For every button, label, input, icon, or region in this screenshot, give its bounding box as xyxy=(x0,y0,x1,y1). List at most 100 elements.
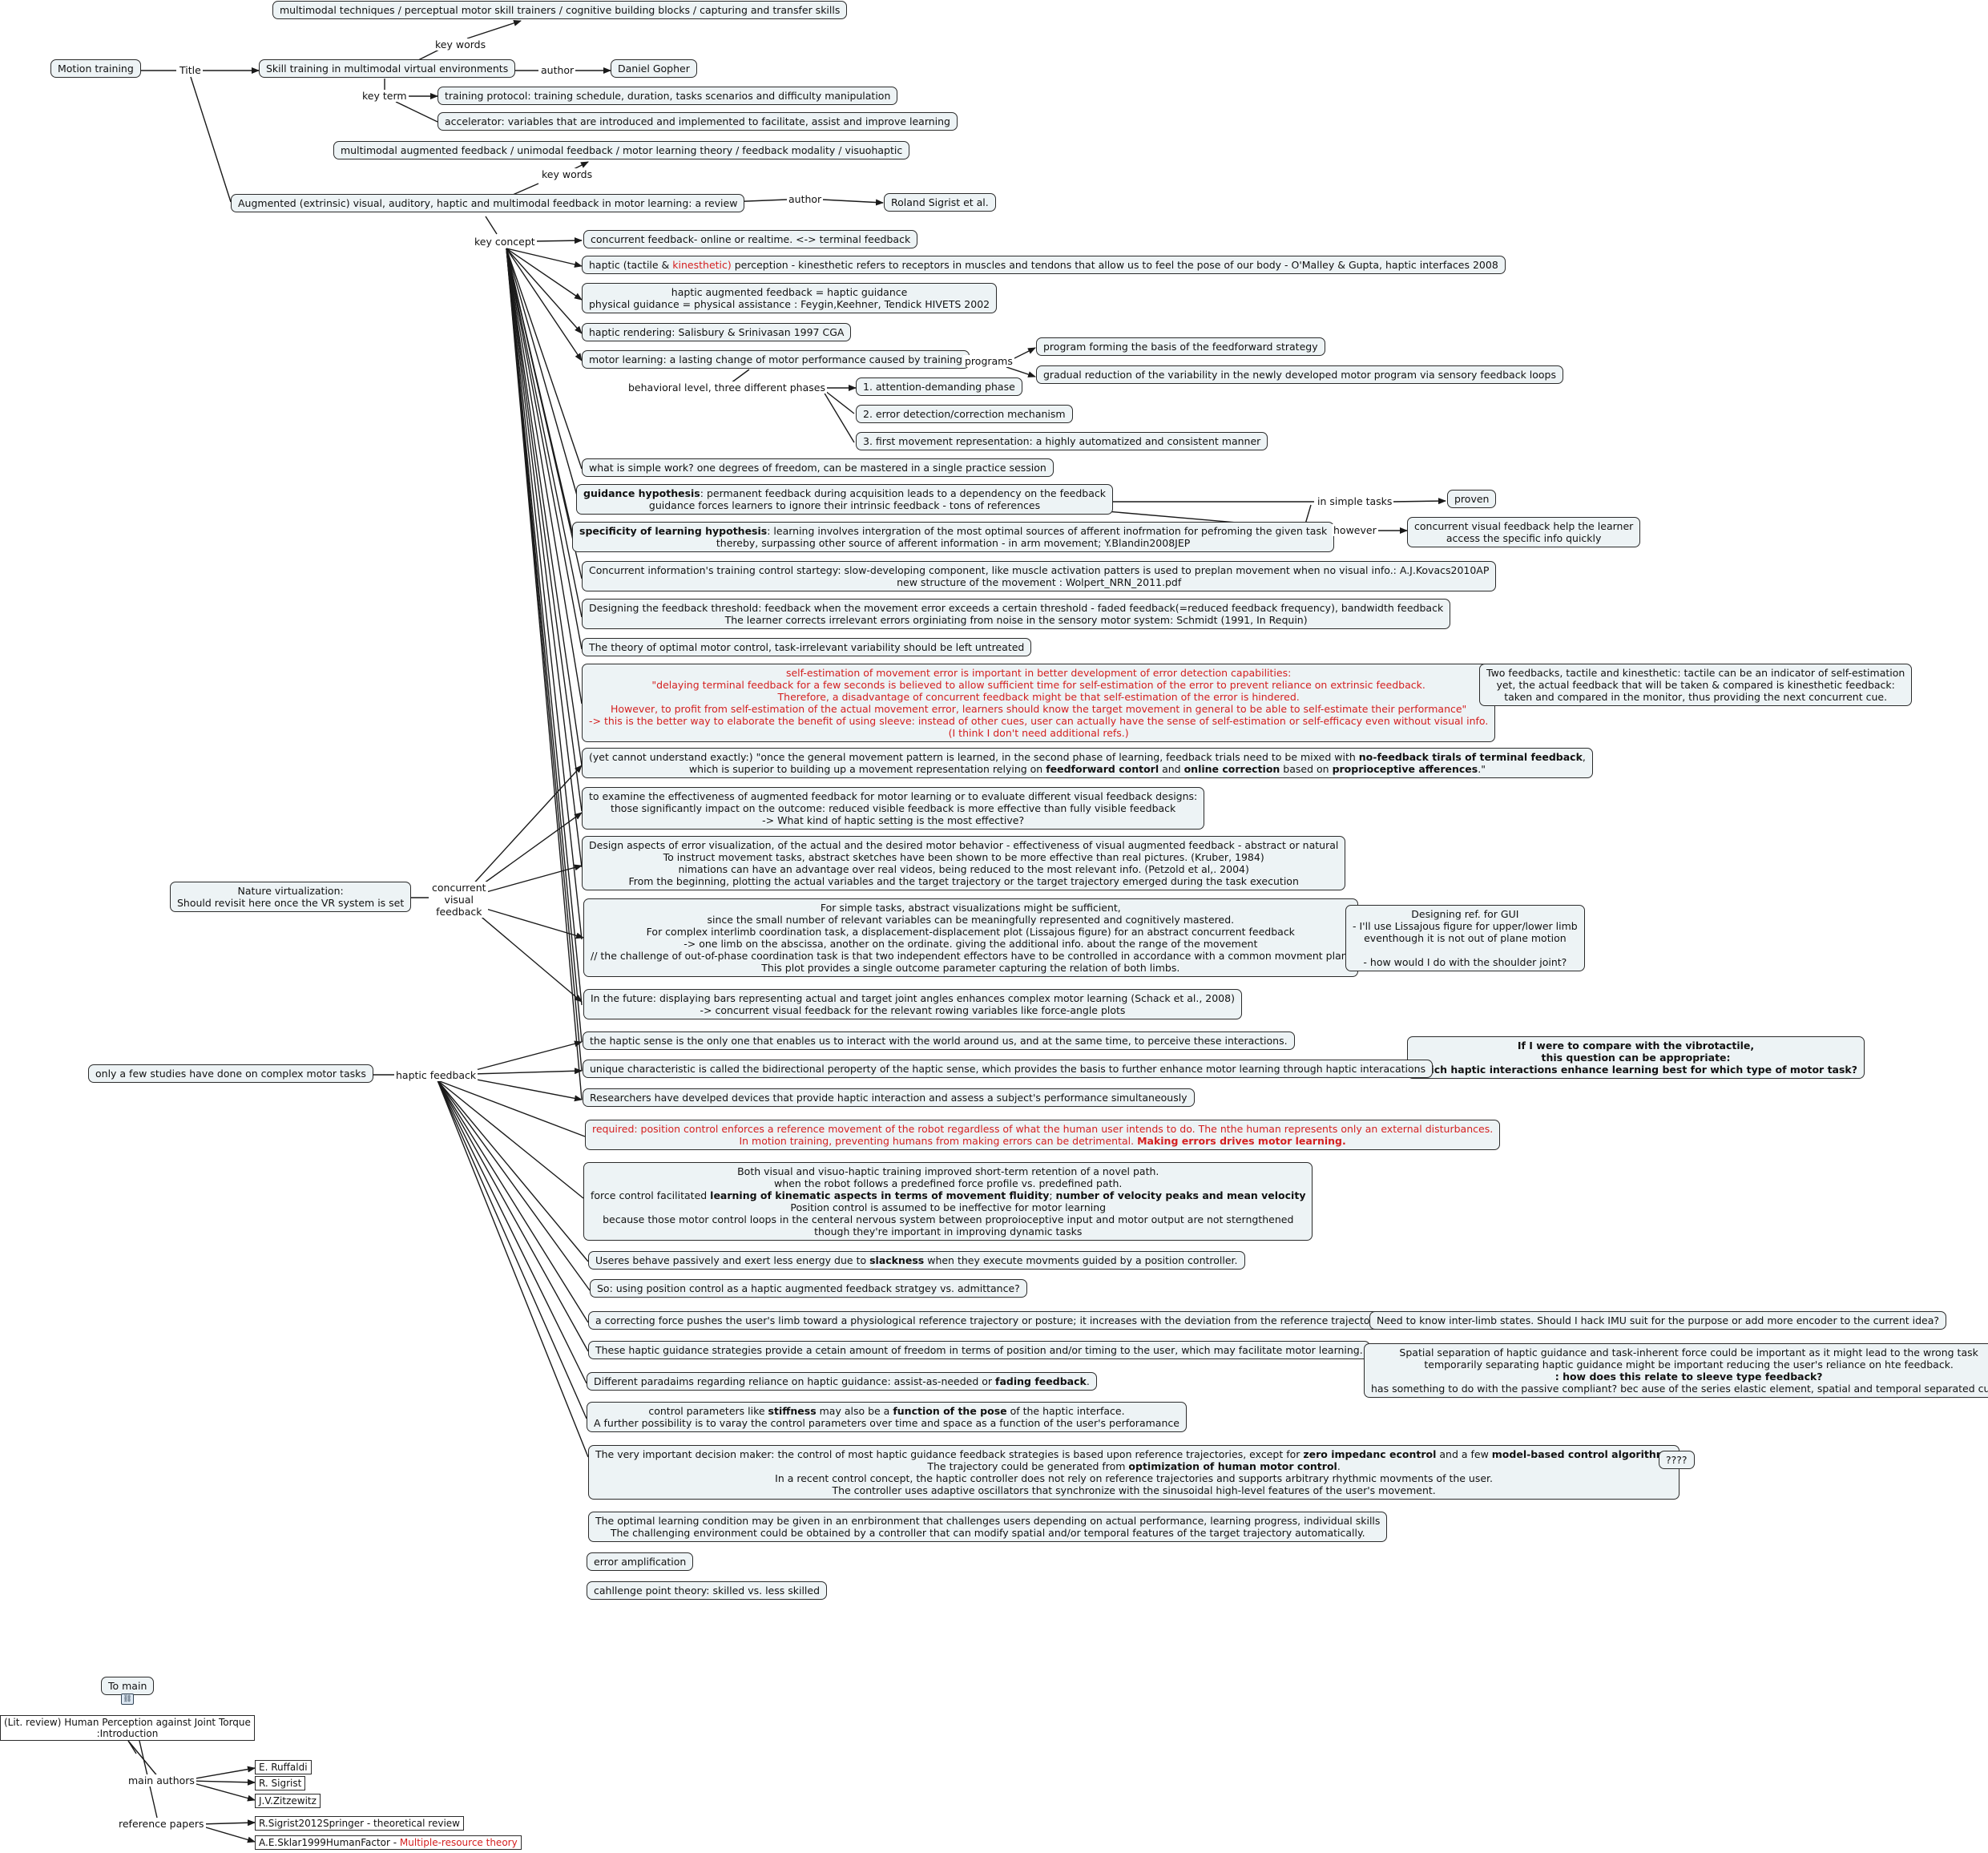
node-haptic-sense[interactable]: the haptic sense is the only one that en… xyxy=(583,1031,1295,1050)
node-compare-vibrotactile[interactable]: If I were to compare with the vibrotacti… xyxy=(1407,1036,1865,1079)
label-key-term: key term xyxy=(361,90,409,102)
node-only-few-studies[interactable]: only a few studies have done on complex … xyxy=(88,1064,373,1083)
text: and a few xyxy=(1436,1448,1492,1460)
node-inter-limb[interactable]: Need to know inter-limb states. Should I… xyxy=(1369,1311,1947,1330)
node-useres-passive[interactable]: Useres behave passively and exert less e… xyxy=(588,1251,1245,1270)
label-concurrent-visual-feedback: concurrent visual feedback xyxy=(430,882,488,918)
text: . xyxy=(1086,1375,1090,1387)
text: force control facilitated xyxy=(591,1189,711,1201)
label-main-authors: main authors xyxy=(127,1774,196,1786)
node-simple-work[interactable]: what is simple work? one degrees of free… xyxy=(582,458,1054,477)
node-accelerator[interactable]: accelerator: variables that are introduc… xyxy=(438,112,958,131)
node-motor-learning[interactable]: motor learning: a lasting change of moto… xyxy=(582,350,970,369)
node-concurrent-visual-help[interactable]: concurrent visual feedback help the lear… xyxy=(1407,517,1641,547)
line: has something to do with the passive com… xyxy=(1371,1383,1988,1395)
node-motion-training[interactable]: Motion training xyxy=(50,59,141,78)
line: -> one limb on the abscissa, another on … xyxy=(684,938,1258,950)
node-simple-tasks[interactable]: For simple tasks, abstract visualization… xyxy=(583,898,1358,977)
text: . xyxy=(1337,1460,1341,1472)
line: - I'll use Lissajous figure for upper/lo… xyxy=(1353,920,1578,932)
text: may also be a xyxy=(816,1405,893,1417)
line: From the beginning, plotting the actual … xyxy=(628,875,1299,887)
node-required-position[interactable]: required: position control enforces a re… xyxy=(585,1120,1501,1150)
node-author-ruffaldi[interactable]: E. Ruffaldi xyxy=(255,1760,312,1774)
text-bold: zero impedanc econtrol xyxy=(1303,1448,1437,1460)
line: guidance forces learners to ignore their… xyxy=(648,499,1041,511)
link-icon[interactable]: ⛓ xyxy=(121,1694,134,1705)
line: To instruct movement tasks, abstract ske… xyxy=(663,851,1264,863)
node-daniel-gopher[interactable]: Daniel Gopher xyxy=(611,59,697,78)
node-program-forming[interactable]: program forming the basis of the feedfor… xyxy=(1036,337,1325,356)
node-ref-sigrist-2012[interactable]: R.Sigrist2012Springer - theoretical revi… xyxy=(255,1816,464,1831)
node-keywords-2[interactable]: multimodal augmented feedback / unimodal… xyxy=(333,141,910,159)
node-error-amplification[interactable]: error amplification xyxy=(587,1552,694,1571)
node-both-visual[interactable]: Both visual and visuo-haptic training im… xyxy=(583,1162,1313,1241)
text-bold: online correction xyxy=(1184,763,1280,775)
node-haptic-rendering[interactable]: haptic rendering: Salisbury & Srinivasan… xyxy=(582,323,852,341)
node-designing-ref[interactable]: Designing ref. for GUI - I'll use Lissaj… xyxy=(1345,905,1585,971)
node-lit-review[interactable]: (Lit. review) Human Perception against J… xyxy=(0,1715,255,1741)
node-concurrent-info[interactable]: Concurrent information's training contro… xyxy=(582,561,1497,591)
node-future-bars[interactable]: In the future: displaying bars represent… xyxy=(583,989,1242,1019)
node-design-aspects[interactable]: Design aspects of error visualization, o… xyxy=(582,836,1346,890)
to-main-button[interactable]: To main xyxy=(101,1677,155,1695)
haptic-perception-text-1: haptic (tactile & xyxy=(589,259,673,271)
node-correcting-force[interactable]: a correcting force pushes the user's lim… xyxy=(588,1311,1388,1330)
node-two-feedbacks[interactable]: Two feedbacks, tactile and kinesthetic: … xyxy=(1479,664,1913,706)
node-unique-characteristic[interactable]: unique characteristic is called the bidi… xyxy=(583,1060,1434,1078)
node-question-marks[interactable]: ???? xyxy=(1659,1451,1695,1469)
node-self-estimation[interactable]: self-estimation of movement error is imp… xyxy=(582,664,1496,742)
node-freedom-strategies[interactable]: These haptic guidance strategies provide… xyxy=(588,1341,1370,1359)
node-optimal-control[interactable]: The theory of optimal motor control, tas… xyxy=(582,638,1032,656)
node-author-zitzewitz[interactable]: J.V.Zitzewitz xyxy=(255,1794,321,1808)
node-decision-maker[interactable]: The very important decision maker: the c… xyxy=(588,1445,1680,1500)
node-training-protocol[interactable]: training protocol: training schedule, du… xyxy=(438,87,898,105)
node-phase-2[interactable]: 2. error detection/correction mechanism xyxy=(856,405,1073,423)
node-specificity-hypothesis[interactable]: specificity of learning hypothesis: lear… xyxy=(572,522,1335,552)
node-author-sigrist[interactable]: R. Sigrist xyxy=(255,1776,306,1790)
label-key-concept: key concept xyxy=(473,236,537,248)
line: If I were to compare with the vibrotacti… xyxy=(1517,1040,1755,1052)
node-optimal-learning[interactable]: The optimal learning condition may be gi… xyxy=(588,1512,1388,1542)
node-ref-sklar-1999[interactable]: A.E.Sklar1999HumanFactor - Multiple-reso… xyxy=(255,1835,522,1850)
node-challenge-point[interactable]: cahllenge point theory: skilled vs. less… xyxy=(587,1581,828,1600)
label-key-words-1: key words xyxy=(433,38,488,50)
node-cannot-understand[interactable]: (yet cannot understand exactly:) "once t… xyxy=(582,748,1593,778)
node-haptic-augmented[interactable]: haptic augmented feedback = haptic guida… xyxy=(582,283,998,313)
node-guidance-hypothesis[interactable]: guidance hypothesis: permanent feedback … xyxy=(576,484,1114,515)
line: when the robot follows a predefined forc… xyxy=(774,1177,1123,1189)
text: In motion training, preventing humans fr… xyxy=(739,1135,1138,1147)
node-skill-training[interactable]: Skill training in multimodal virtual env… xyxy=(259,59,516,78)
line: (I think I don't need additional refs.) xyxy=(948,727,1129,739)
node-examine-effectiveness[interactable]: to examine the effectiveness of augmente… xyxy=(582,787,1205,830)
line: visual xyxy=(444,894,474,906)
node-phase-3[interactable]: 3. first movement representation: a high… xyxy=(856,432,1268,450)
line: since the small number of relevant varia… xyxy=(707,914,1235,926)
text: ." xyxy=(1478,763,1486,775)
text: A.E.Sklar1999HumanFactor - xyxy=(259,1837,400,1848)
line: physical guidance = physical assistance … xyxy=(589,298,990,310)
node-concurrent-feedback[interactable]: concurrent feedback- online or realtime.… xyxy=(583,230,918,248)
line: yet, the actual feedback that will be ta… xyxy=(1496,679,1895,691)
node-using-position[interactable]: So: using position control as a haptic a… xyxy=(590,1279,1027,1298)
node-spatial-separation[interactable]: Spatial separation of haptic guidance an… xyxy=(1364,1343,1988,1398)
node-researchers-devices[interactable]: Researchers have develped devices that p… xyxy=(583,1088,1195,1107)
text-bold: Making errors drives motor learning. xyxy=(1137,1135,1346,1147)
node-phase-1[interactable]: 1. attention-demanding phase xyxy=(856,377,1022,396)
text: and xyxy=(1159,763,1184,775)
node-nature-virtualization[interactable]: Nature virtualization: Should revisit he… xyxy=(170,882,412,912)
node-haptic-perception[interactable]: haptic (tactile & kinesthetic) perceptio… xyxy=(582,256,1506,274)
node-gradual-reduction[interactable]: gradual reduction of the variability in … xyxy=(1036,365,1563,384)
node-augmented-review[interactable]: Augmented (extrinsic) visual, auditory, … xyxy=(231,194,745,212)
node-paradaims[interactable]: Different paradaims regarding reliance o… xyxy=(587,1372,1097,1391)
line: Both visual and visuo-haptic training im… xyxy=(737,1165,1159,1177)
node-control-parameters[interactable]: control parameters like stiffness may al… xyxy=(587,1402,1187,1432)
node-keywords-1[interactable]: multimodal techniques / perceptual motor… xyxy=(272,1,848,19)
node-feedback-threshold[interactable]: Designing the feedback threshold: feedba… xyxy=(582,599,1451,629)
node-proven[interactable]: proven xyxy=(1447,490,1497,508)
line: - how would I do with the shoulder joint… xyxy=(1363,956,1567,968)
line: Nature virtualization: xyxy=(237,885,344,897)
line: In a recent control concept, the haptic … xyxy=(775,1472,1494,1484)
line: guidance hypothesis: permanent feedback … xyxy=(583,487,1106,499)
node-roland-sigrist[interactable]: Roland Sigrist et al. xyxy=(884,193,996,212)
